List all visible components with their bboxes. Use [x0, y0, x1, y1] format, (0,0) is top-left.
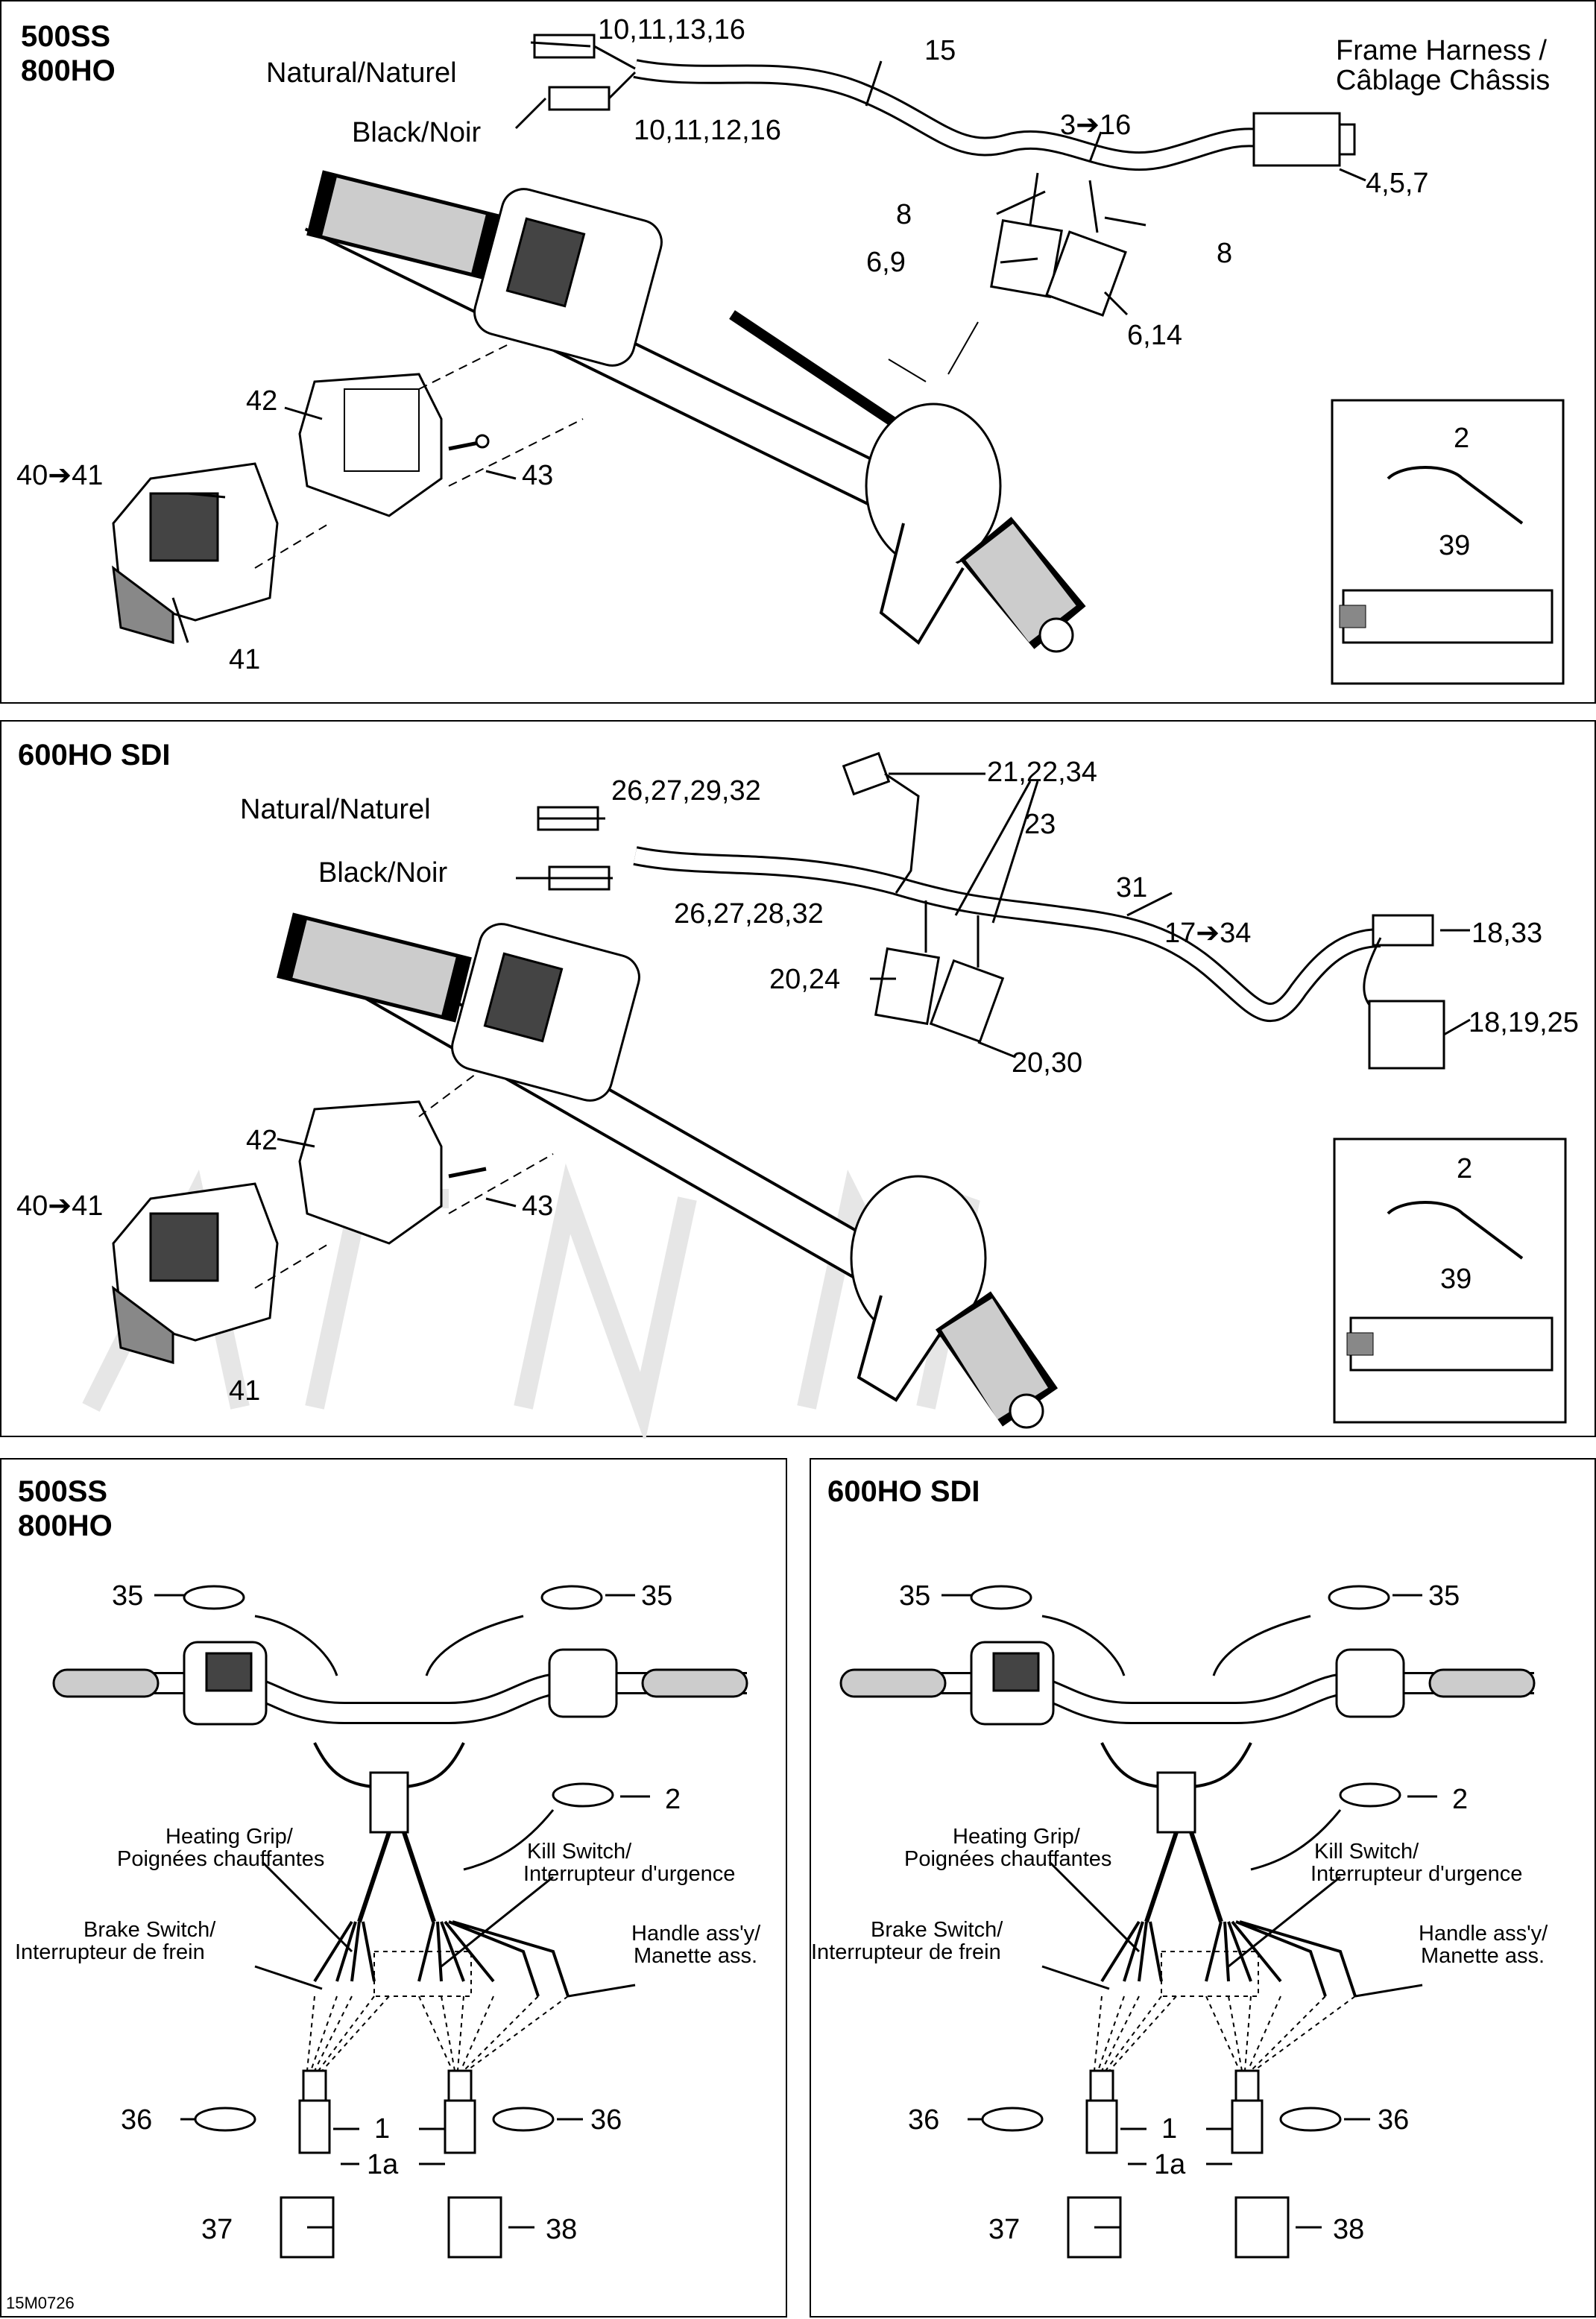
- figure-code: 15M0726: [6, 2294, 75, 2312]
- part-label: 1: [374, 2113, 390, 2145]
- part-label: 2: [665, 1784, 681, 1815]
- part-label: 6,9: [866, 247, 906, 278]
- heating-grip-label-line1: Heating Grip/: [953, 1825, 1081, 1849]
- part-label: 1a: [1154, 2149, 1186, 2180]
- part-label: 21,22,34: [987, 757, 1097, 788]
- part-label: 4,5,7: [1366, 168, 1429, 199]
- part-label: 8: [1217, 238, 1232, 269]
- part-label: 10,11,13,16: [598, 14, 745, 45]
- part-label: 38: [1333, 2214, 1364, 2245]
- part-label: 43: [522, 460, 553, 491]
- exploded-view-diagram: 10,11,13,16 Natural/Naturel Black/Noir 1…: [16, 14, 1565, 685]
- part-label: 6,14: [1127, 320, 1182, 351]
- kill-switch-label-line2: Interrupteur d'urgence: [1310, 1862, 1522, 1886]
- frame-harness-label-line2: Câblage Châssis: [1336, 65, 1550, 96]
- inset-parts-box: [1331, 399, 1565, 685]
- part-label: 18,19,25: [1469, 1007, 1579, 1038]
- part-label: 17➔34: [1164, 918, 1251, 949]
- wire-color-natural: Natural/Naturel: [266, 57, 457, 89]
- part-label: 3➔16: [1060, 110, 1131, 141]
- brake-switch-label-line2: Interrupteur de frein: [15, 1940, 205, 1964]
- inset-parts-box: [1333, 1138, 1567, 1424]
- kill-switch-label-line1: Kill Switch/: [1314, 1840, 1419, 1864]
- part-label: 26,27,28,32: [674, 898, 824, 930]
- part-label: 39: [1439, 530, 1470, 561]
- part-label: 10,11,12,16: [634, 115, 781, 146]
- part-label: 36: [1378, 2104, 1409, 2136]
- brake-switch-label-line1: Brake Switch/: [83, 1918, 216, 1942]
- part-label: 41: [229, 644, 260, 675]
- part-label: 20,24: [769, 964, 840, 995]
- part-label: 40➔41: [16, 1190, 103, 1222]
- panel-600ho-sdi-middle: 600HO SDI: [0, 720, 1596, 1439]
- part-label: 15: [924, 35, 956, 66]
- sealant-tube-icon: [1342, 589, 1554, 644]
- kill-switch-label-line1: Kill Switch/: [527, 1840, 632, 1864]
- part-label: 43: [522, 1190, 553, 1222]
- part-label: 37: [201, 2214, 233, 2245]
- part-label: 26,27,29,32: [611, 775, 761, 807]
- part-label: 36: [590, 2104, 622, 2136]
- part-label: 2: [1452, 1784, 1468, 1815]
- brake-switch-label-line1: Brake Switch/: [871, 1918, 1003, 1942]
- panel-title: 500SS 800HO: [21, 20, 116, 87]
- part-label: 36: [121, 2104, 152, 2136]
- cable-tie-icon: [1387, 1201, 1524, 1260]
- part-label: 40➔41: [16, 460, 103, 491]
- part-label: 35: [641, 1580, 672, 1612]
- part-label: 36: [908, 2104, 939, 2136]
- part-label: 20,30: [1012, 1047, 1082, 1079]
- part-label: 1a: [367, 2149, 399, 2180]
- part-label: 2: [1454, 423, 1469, 454]
- exploded-view-diagram: Natural/Naturel 26,27,29,32 21,22,34 Bla…: [16, 751, 1579, 1439]
- handle-assy-label-line1: Handle ass'y/: [631, 1922, 761, 1946]
- wiring-diagram: 35 35 2 Heating Grip/ Poignées chauffant…: [811, 1580, 1548, 2259]
- heating-grip-label-line2: Poignées chauffantes: [117, 1847, 324, 1871]
- part-label: 1: [1161, 2113, 1177, 2145]
- handle-assy-label-line2: Manette ass.: [1421, 1944, 1545, 1968]
- panel-title: 600HO SDI: [827, 1475, 980, 1508]
- part-label: 35: [899, 1580, 930, 1612]
- handle-assy-label-line2: Manette ass.: [634, 1944, 757, 1968]
- wire-color-natural: Natural/Naturel: [240, 794, 431, 825]
- part-label: 41: [229, 1375, 260, 1407]
- cable-tie-icon: [1387, 466, 1524, 525]
- part-label: 35: [112, 1580, 143, 1612]
- part-label: 2: [1457, 1153, 1472, 1184]
- panel-500ss-800ho-top: 500SS 800HO: [0, 0, 1596, 704]
- wire-color-black: Black/Noir: [352, 117, 481, 148]
- panel-500ss-800ho-wiring: 500SS 800HO: [0, 1458, 787, 2318]
- panel-title: 600HO SDI: [18, 739, 171, 772]
- part-label: 38: [546, 2214, 577, 2245]
- part-label: 42: [246, 385, 277, 417]
- kill-switch-label-line2: Interrupteur d'urgence: [523, 1862, 735, 1886]
- part-label: 37: [988, 2214, 1020, 2245]
- handle-assy-label-line1: Handle ass'y/: [1419, 1922, 1548, 1946]
- heating-grip-label-line1: Heating Grip/: [165, 1825, 294, 1849]
- part-label: 39: [1440, 1263, 1472, 1295]
- part-label: 31: [1116, 872, 1147, 903]
- panel-title: 500SS 800HO: [18, 1475, 113, 1542]
- wiring-diagram: 35 35 2 Heating Grip/ Poignées chauffant…: [15, 1580, 761, 2259]
- part-label: 8: [896, 199, 912, 230]
- part-label: 35: [1428, 1580, 1460, 1612]
- panel-600ho-sdi-wiring: 600HO SDI: [810, 1458, 1596, 2318]
- frame-harness-label-line1: Frame Harness /: [1336, 35, 1547, 66]
- part-label: 23: [1024, 809, 1056, 840]
- brake-switch-label-line2: Interrupteur de frein: [811, 1940, 1001, 1964]
- sealant-tube-icon: [1349, 1316, 1554, 1372]
- part-label: 42: [246, 1125, 277, 1156]
- heating-grip-label-line2: Poignées chauffantes: [904, 1847, 1111, 1871]
- part-label: 18,33: [1472, 918, 1542, 949]
- wire-color-black: Black/Noir: [318, 857, 447, 889]
